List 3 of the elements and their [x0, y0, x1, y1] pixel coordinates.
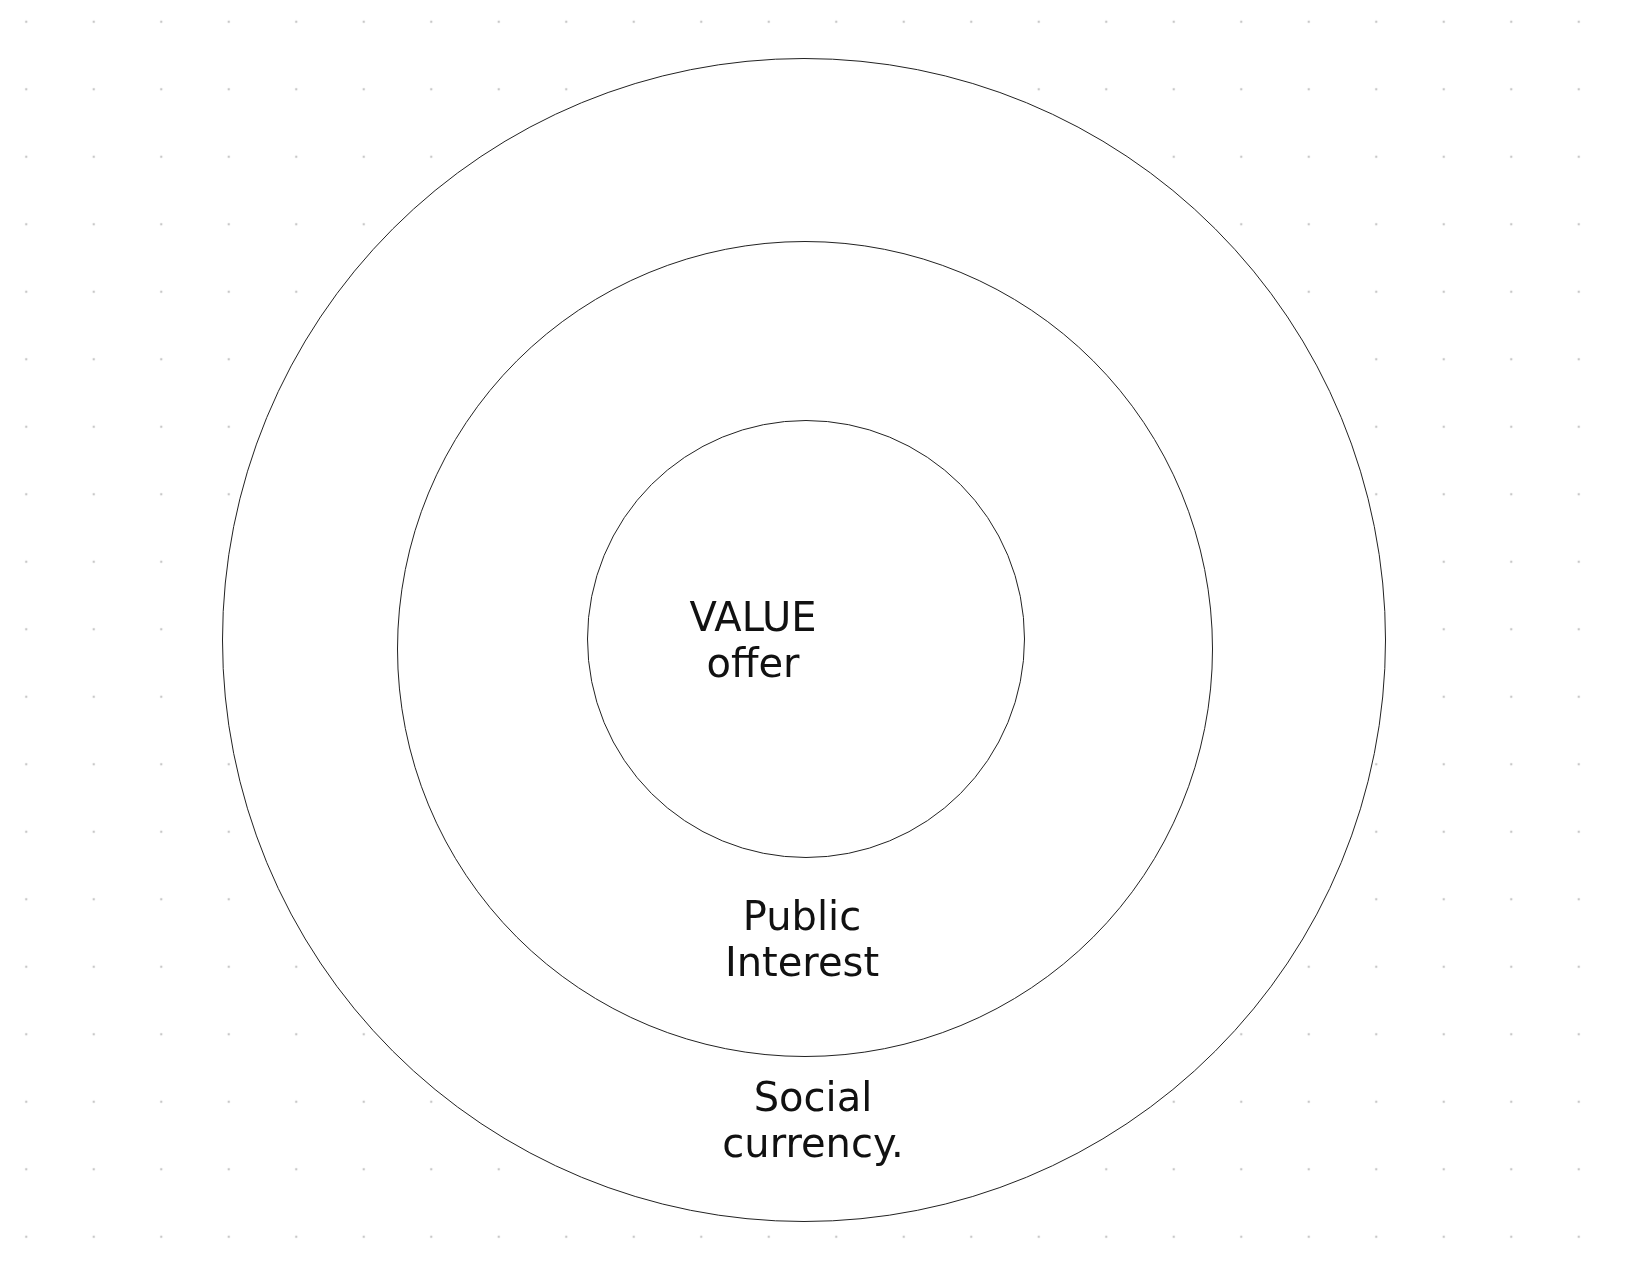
circle-label: Social currency.	[721, 1074, 905, 1166]
circle-label: VALUE offer	[688, 594, 818, 686]
circle-label: Public Interest	[723, 893, 881, 985]
